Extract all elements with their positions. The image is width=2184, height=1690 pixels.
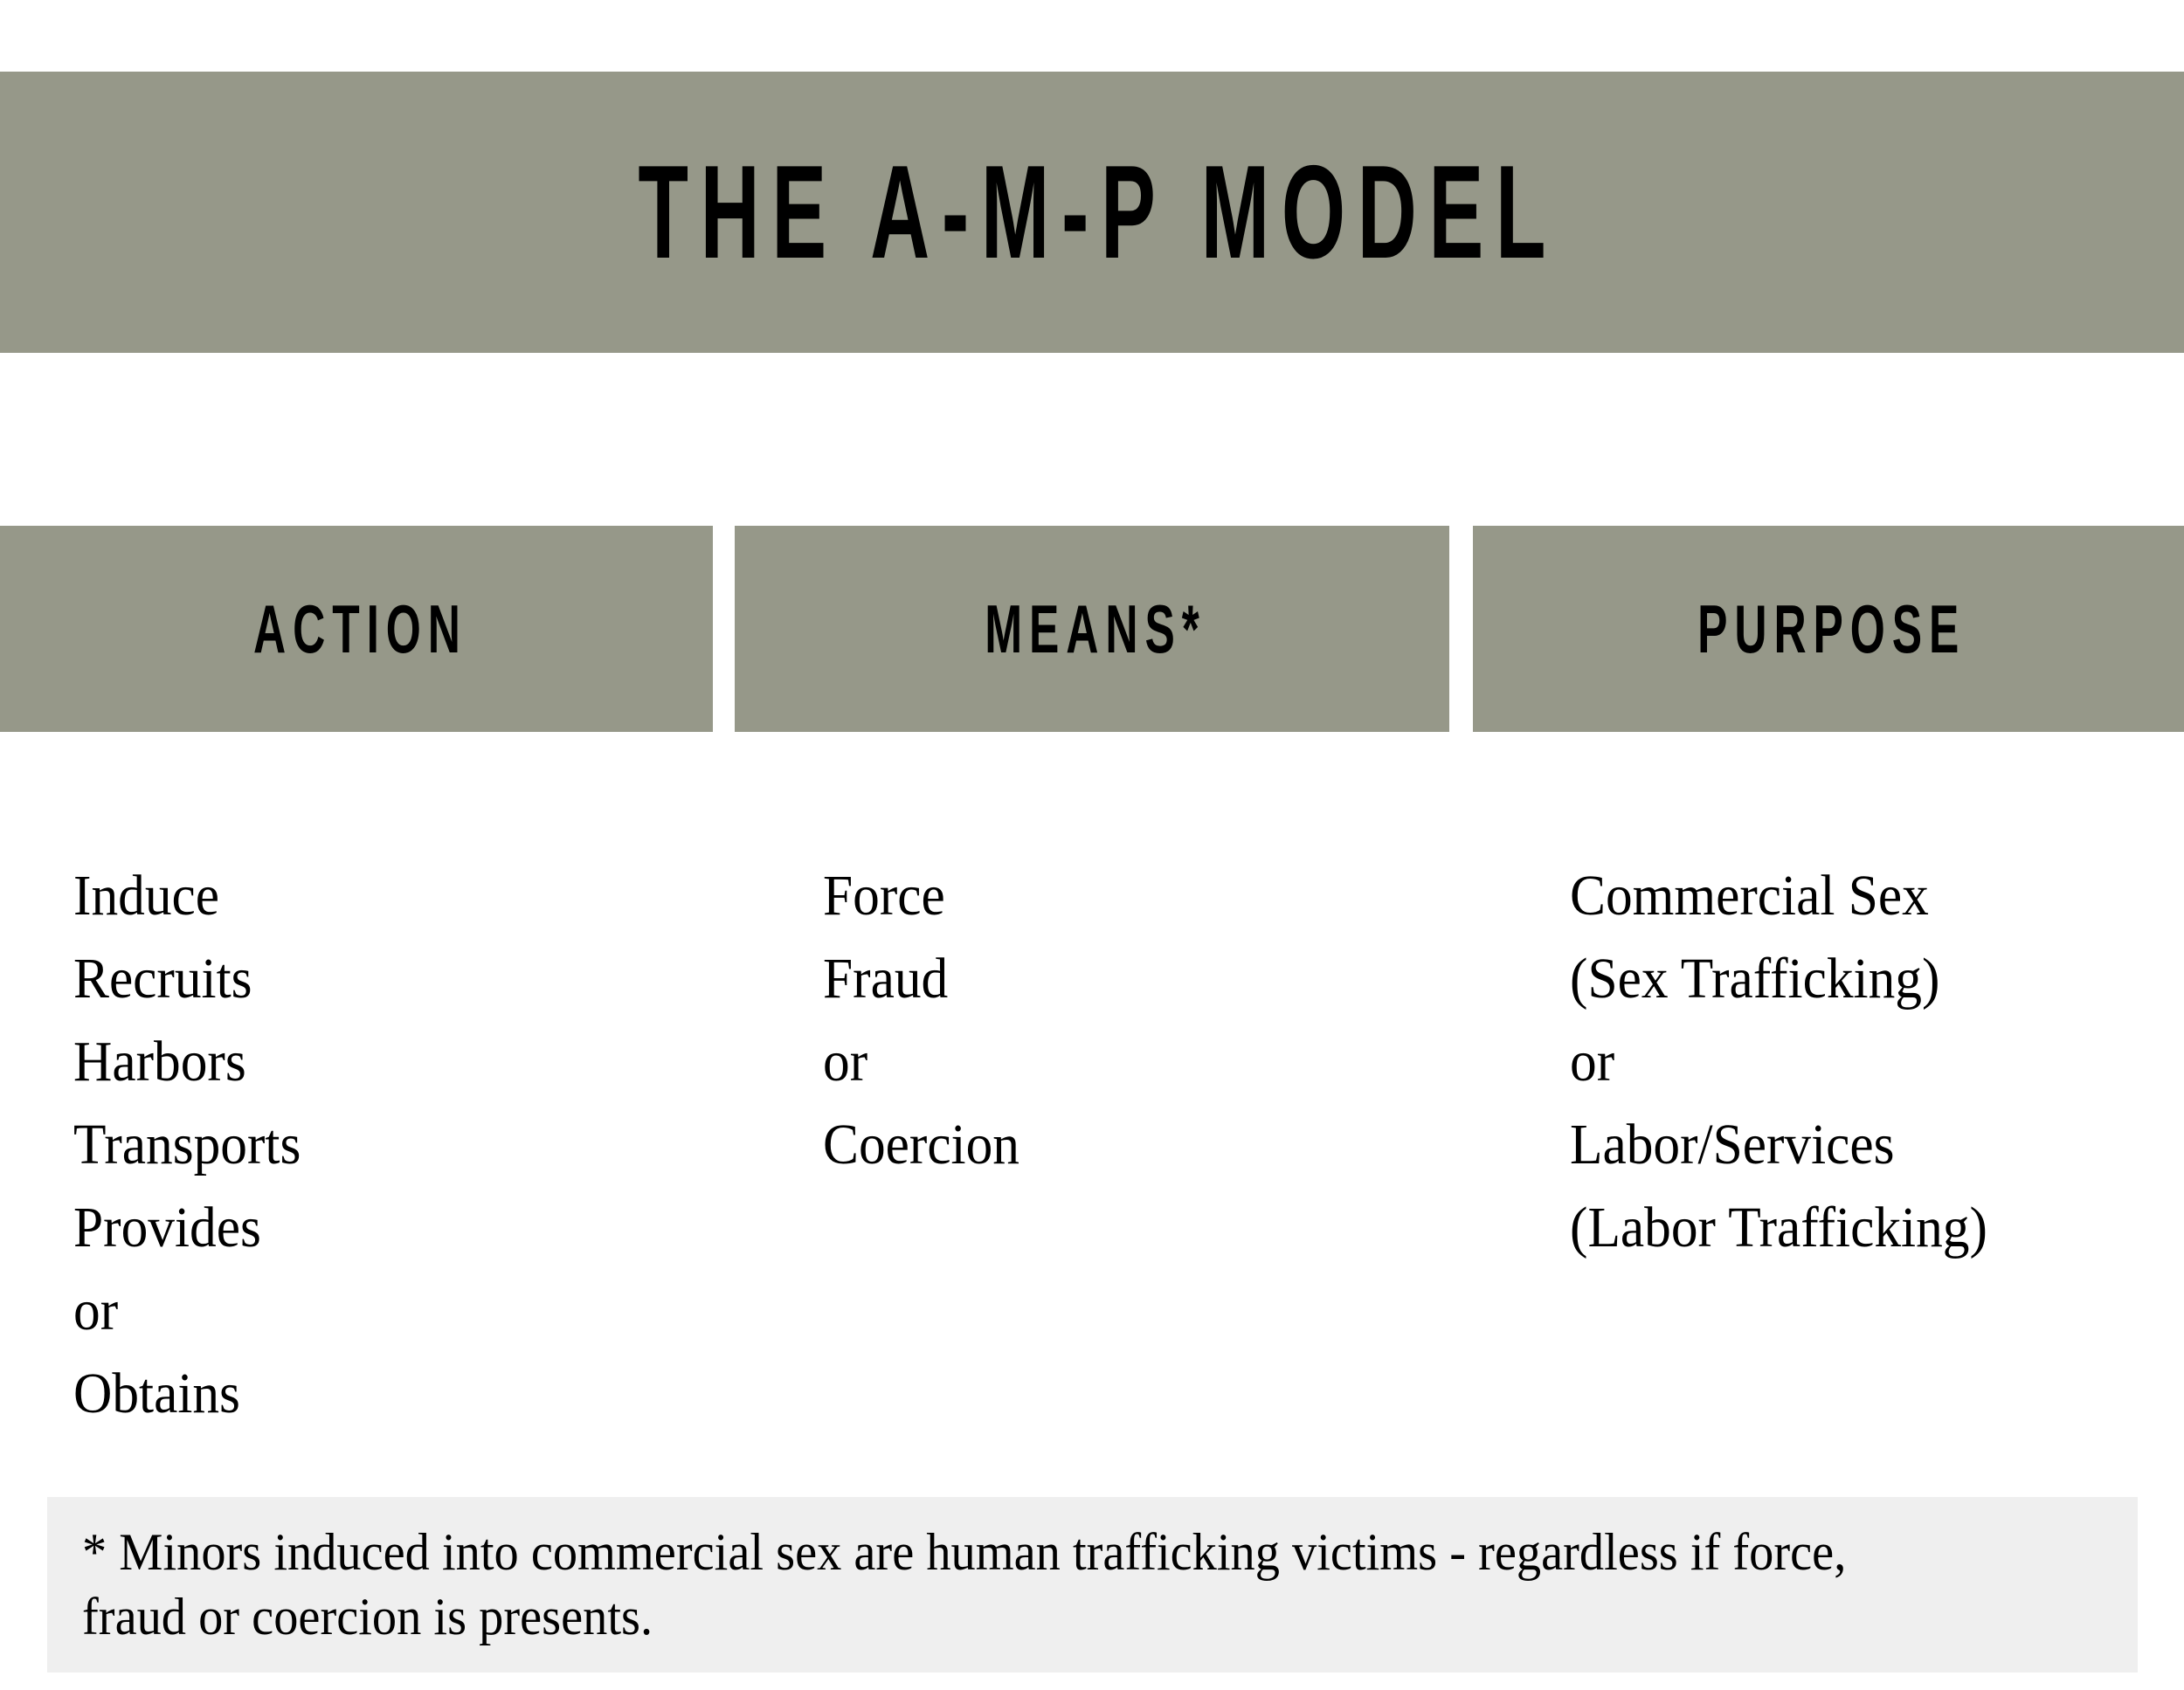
list-item: Labor/Services [1570,1113,1895,1176]
column-body-means: Force Fraud or Coercion [823,854,1434,1186]
column-body-purpose: Commercial Sex (Sex Trafficking) or Labo… [1570,854,2181,1269]
list-item: or [1570,1030,1615,1093]
footnote-box: * Minors induced into commercial sex are… [47,1497,2138,1673]
list-item: Commercial Sex [1570,864,1929,928]
footnote-line-2: fraud or coercion is presents. [82,1588,653,1645]
column-header-purpose: PURPOSE [1473,526,2184,732]
column-header-purpose-label: PURPOSE [1697,590,1966,667]
list-item: (Sex Trafficking) [1570,947,1940,1011]
list-item: Fraud [823,947,949,1011]
list-item: Induce [73,864,220,928]
column-body-row: Induce Recruits Harbors Transports Provi… [0,854,2184,1466]
column-header-action-label: ACTION [252,590,467,667]
list-item: Harbors [73,1030,246,1093]
list-item: Provides [73,1196,261,1259]
column-body-action: Induce Recruits Harbors Transports Provi… [73,854,720,1435]
title-banner: THE A-M-P MODEL [0,72,2184,353]
column-header-action: ACTION [0,526,713,732]
column-header-row: ACTION MEANS* PURPOSE [0,526,2184,732]
column-header-means-label: MEANS* [985,590,1206,667]
list-item: Force [823,864,945,928]
list-item: Coercion [823,1113,1020,1176]
column-header-means: MEANS* [735,526,1449,732]
list-item: or [73,1279,119,1342]
page-title: THE A-M-P MODEL [638,138,1559,286]
list-item: or [823,1030,868,1093]
list-item: (Labor Trafficking) [1570,1196,1987,1259]
list-item: Recruits [73,947,252,1011]
footnote-line-1: * Minors induced into commercial sex are… [82,1523,1847,1581]
list-item: Transports [73,1113,301,1176]
list-item: Obtains [73,1362,240,1425]
